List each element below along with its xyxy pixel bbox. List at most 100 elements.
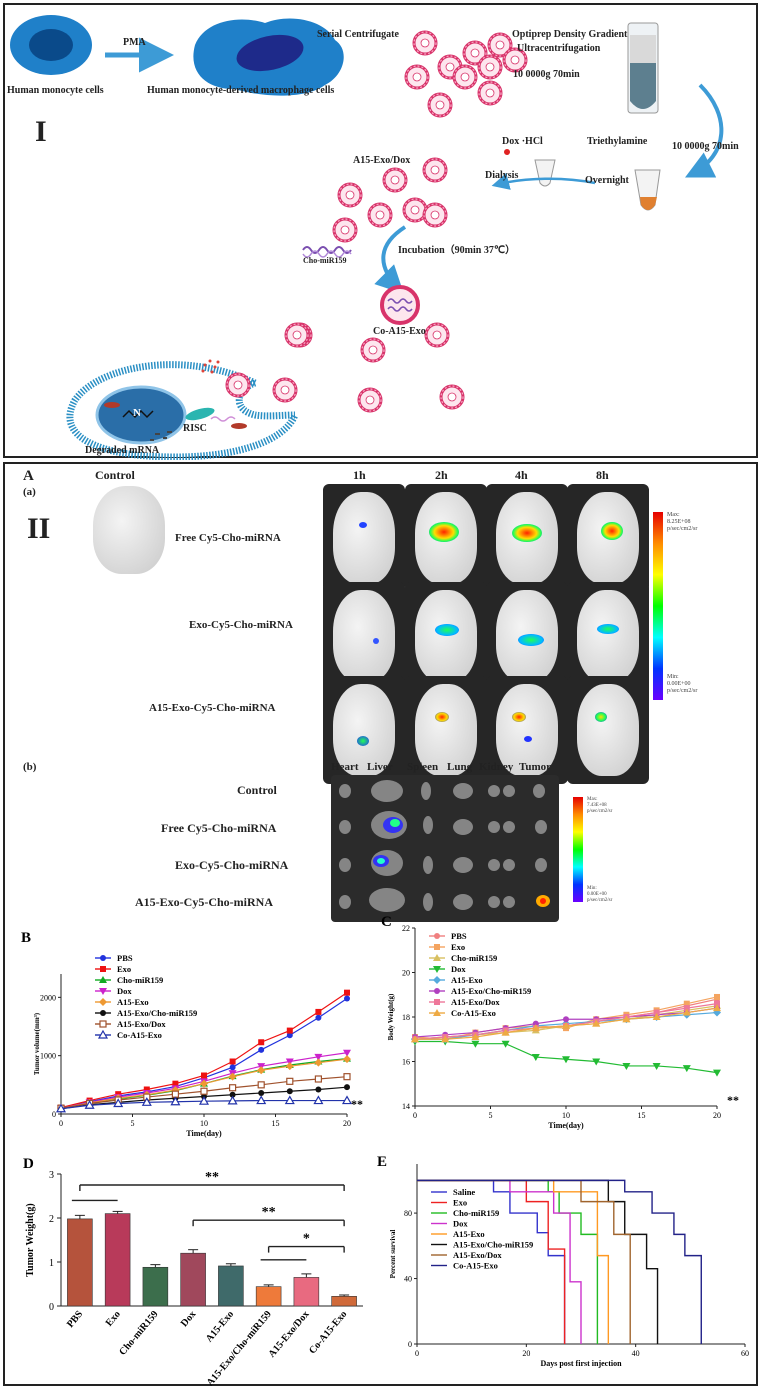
bar-Dox <box>180 1252 206 1307</box>
label-dox: Dox ·HCl <box>502 136 543 147</box>
img-exo-1h <box>323 582 405 690</box>
data-point-Dox <box>501 1040 510 1048</box>
data-point-Co-A15-Exo <box>198 1095 210 1105</box>
bar-PBS <box>67 1218 93 1307</box>
data-point-Co-A15-Exo <box>141 1097 152 1106</box>
legend-label-A15-Exo: A15-Exo <box>451 975 483 985</box>
organ-heart: Heart <box>331 761 359 773</box>
data-point-Co-A15-Exo <box>501 1028 510 1036</box>
organ-row-control: Control <box>237 783 277 797</box>
img-a15-8h <box>567 676 649 784</box>
x-axis-title: Days post first injection <box>540 1359 622 1368</box>
data-point-Co-A15-Exo <box>113 1098 124 1108</box>
y-tick-label: 0 <box>52 1110 56 1119</box>
series-line-Co-A15-Exo <box>417 1179 702 1344</box>
data-point-A15-Exo <box>228 1072 237 1081</box>
x-axis-title: Time(day) <box>548 1121 584 1130</box>
series-line-A15-Exo <box>417 1179 610 1344</box>
img-free-2h <box>405 484 487 592</box>
label-monocyte: Human monocyte cells <box>7 85 104 96</box>
time-4h: 4h <box>515 468 528 482</box>
chart-label-B: B <box>21 930 31 946</box>
legend-label-Exo: Exo <box>453 1198 467 1208</box>
organ-liver: Liver <box>367 761 393 773</box>
label-a15-exo-dox: A15-Exo/Dox <box>353 155 411 166</box>
img-exo-8h <box>567 582 649 690</box>
organ-tumor: Tumor <box>519 761 551 773</box>
x-axis-title: Time(day) <box>186 1129 222 1138</box>
legend-marker-Co-A15-Exo <box>433 1009 441 1016</box>
legend-label-Co-A15-Exo: Co-A15-Exo <box>451 1008 496 1018</box>
x-tick-label: 20 <box>713 1111 721 1120</box>
data-point-A15-Exo/Dox <box>653 1009 660 1016</box>
legend-marker-A15-Exo/Dox <box>434 999 440 1005</box>
legend-label-Saline: Saline <box>453 1187 475 1197</box>
x-tick-label: 15 <box>272 1119 280 1128</box>
data-point-Dox <box>471 1040 480 1048</box>
chart-label-D: D <box>23 1156 34 1172</box>
incubation-arrow <box>374 225 407 294</box>
row-label-a15: A15-Exo-Cy5-Cho-miRNA <box>149 702 276 714</box>
chart-label-C: C <box>381 914 392 930</box>
organ-row-exo: Exo-Cy5-Cho-miRNA <box>175 858 289 872</box>
y-tick-label: 1 <box>49 1258 54 1269</box>
label-triethylamine: Triethylamine <box>587 136 648 147</box>
data-point-Co-A15-Exo <box>256 1095 267 1105</box>
vesicle-cluster-top <box>404 30 528 118</box>
x-tick-label: 0 <box>59 1119 63 1128</box>
dox-dot <box>504 149 510 155</box>
label-co-a15: Co-A15-Exo <box>373 326 426 337</box>
data-point-A15-Exo/Dox <box>171 1090 179 1098</box>
data-point-A15-Exo <box>200 1079 208 1088</box>
organ-spleen: Spleen <box>407 761 439 773</box>
label-optiprep-1: Optiprep Density Gradient <box>512 29 628 40</box>
label-cho-mir: Cho-miR159 <box>303 256 347 265</box>
x-tick-label: 10 <box>562 1111 570 1120</box>
nucleus <box>95 385 187 445</box>
label-overnight: Overnight <box>585 175 629 186</box>
data-point-A15-Exo/Cho-miR159 <box>229 1091 236 1098</box>
label-optiprep-2: Ultracentrifugation <box>517 43 601 54</box>
data-point-A15-Exo/Dox <box>314 1075 322 1083</box>
legend-label-Dox: Dox <box>451 964 466 974</box>
y-tick-label: 20 <box>402 969 410 978</box>
data-point-A15-Exo <box>343 1055 351 1064</box>
img-a15-1h <box>323 676 405 784</box>
legend-marker-A15-Exo/Dox <box>99 1020 107 1028</box>
legend-marker-Exo <box>434 944 440 950</box>
x-category-label: PBS <box>65 1309 85 1330</box>
data-point-Dox <box>622 1062 631 1070</box>
data-point-Exo <box>683 1000 690 1007</box>
cho-mir-strand <box>302 246 352 254</box>
legend-marker-A15-Exo <box>99 998 107 1006</box>
data-point-Co-A15-Exo <box>227 1095 238 1105</box>
legend-label-Exo: Exo <box>117 964 131 974</box>
label-b: (b) <box>23 761 37 773</box>
legend-marker-A15-Exo/Cho-miR159 <box>434 988 440 994</box>
significance-label: ** <box>205 1170 219 1185</box>
img-free-4h <box>486 484 568 592</box>
co-a15-exo-vesicle <box>380 285 420 325</box>
risc-complex <box>185 407 215 421</box>
x-tick-label: 15 <box>638 1111 646 1120</box>
x-tick-label: 0 <box>413 1111 417 1120</box>
y-tick-label: 14 <box>402 1102 410 1111</box>
legend-label-Exo: Exo <box>451 942 465 952</box>
time-1h: 1h <box>353 468 366 482</box>
colorbar-a <box>653 512 663 700</box>
data-point-A15-Exo <box>713 1008 721 1017</box>
target-cell <box>66 322 310 461</box>
y-axis-title: Body Weight(g) <box>387 993 395 1040</box>
img-exo-2h <box>405 582 487 690</box>
row-label-exo: Exo-Cy5-Cho-miRNA <box>189 619 293 631</box>
img-a15-4h <box>486 676 568 784</box>
data-point-A15-Exo/Cho-miR159 <box>563 1016 569 1023</box>
y-tick-label: 1000 <box>40 1052 56 1061</box>
legend-label-A15-Exo/Cho-miR159: A15-Exo/Cho-miR159 <box>117 1008 197 1018</box>
y-tick-label: 0 <box>49 1302 54 1313</box>
data-point-Dox <box>592 1058 601 1066</box>
data-point-Co-A15-Exo <box>411 1035 419 1043</box>
x-tick-label: 5 <box>489 1111 493 1120</box>
data-point-Exo <box>344 989 350 996</box>
